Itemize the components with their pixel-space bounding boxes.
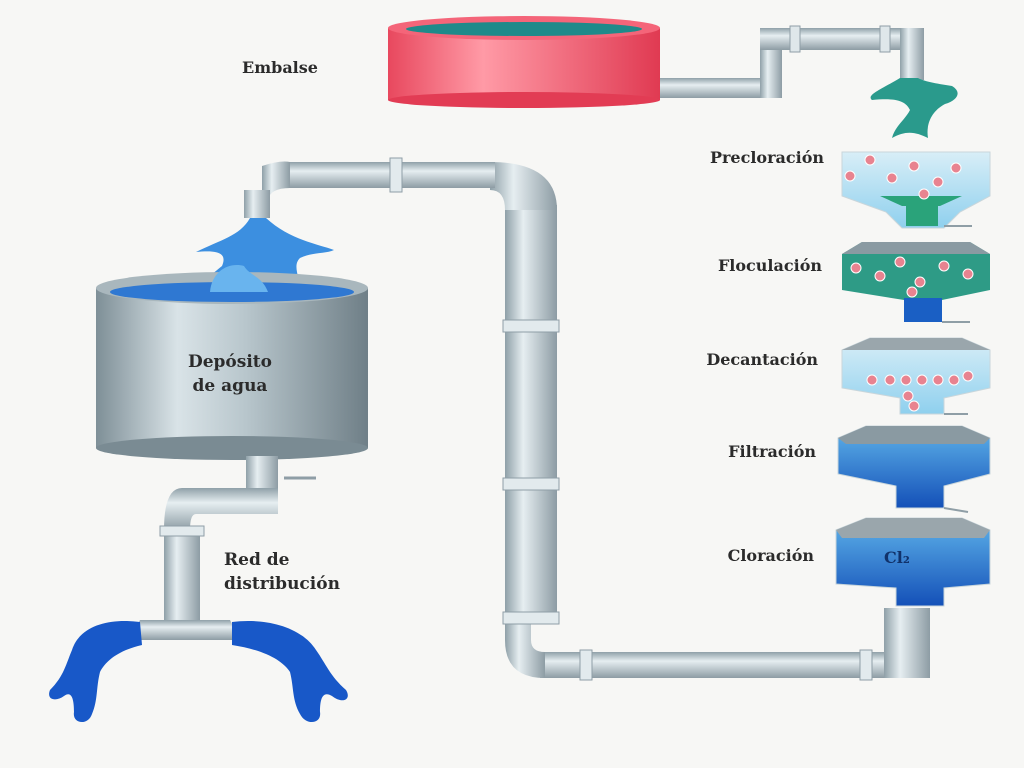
- network-label-line1: Red de: [224, 550, 290, 570]
- reservoir-tank: [388, 16, 660, 108]
- distribution-pipe: [130, 456, 316, 640]
- particle-dot: [914, 276, 926, 288]
- particle-dot: [932, 374, 944, 386]
- particle-dot: [908, 400, 920, 412]
- particle-dot: [962, 268, 974, 280]
- particle-dot: [886, 172, 898, 184]
- inflow-splash: [870, 78, 958, 138]
- stage-label-filtration: Filtración: [728, 442, 816, 461]
- main-supply-pipe: [244, 157, 930, 681]
- particle-dot: [902, 390, 914, 402]
- particle-dot: [916, 374, 928, 386]
- particle-dot: [874, 270, 886, 282]
- particle-dot: [866, 374, 878, 386]
- stage-label-precloration: Precloración: [709, 148, 824, 167]
- distribution-network-label: Red de distribución: [224, 548, 340, 596]
- stage-filtration-vessel: [837, 425, 991, 513]
- particle-dot: [908, 160, 920, 172]
- particle-dot: [906, 286, 918, 298]
- tank-label: Depósito de agua: [150, 350, 310, 398]
- particle-dot: [850, 262, 862, 274]
- reservoir-label: Embalse: [242, 58, 318, 77]
- distribution-water-left: [49, 620, 142, 723]
- network-label-line2: distribución: [224, 574, 340, 594]
- particle-group: [844, 154, 974, 412]
- particle-dot: [894, 256, 906, 268]
- stage-label-cloration: Cloración: [727, 546, 814, 565]
- particle-dot: [938, 260, 950, 272]
- particle-dot: [918, 188, 930, 200]
- distribution-water-right: [232, 620, 348, 723]
- stage-label-floculation: Floculación: [717, 256, 822, 275]
- stage-decantation-vessel: [841, 337, 991, 415]
- particle-dot: [962, 370, 974, 382]
- particle-dot: [932, 176, 944, 188]
- particle-dot: [844, 170, 856, 182]
- particle-dot: [884, 374, 896, 386]
- storage-tank: [96, 265, 368, 460]
- particle-dot: [950, 162, 962, 174]
- particle-dot: [864, 154, 876, 166]
- chlorine-marker: Cl₂: [884, 548, 910, 567]
- stage-cloration-vessel: [835, 517, 991, 607]
- particle-dot: [948, 374, 960, 386]
- tank-label-line1: Depósito: [187, 352, 272, 372]
- particle-dot: [900, 374, 912, 386]
- tank-label-line2: de agua: [192, 376, 268, 396]
- stage-label-decantation: Decantación: [706, 350, 818, 369]
- reservoir-outlet-pipe: [660, 25, 924, 98]
